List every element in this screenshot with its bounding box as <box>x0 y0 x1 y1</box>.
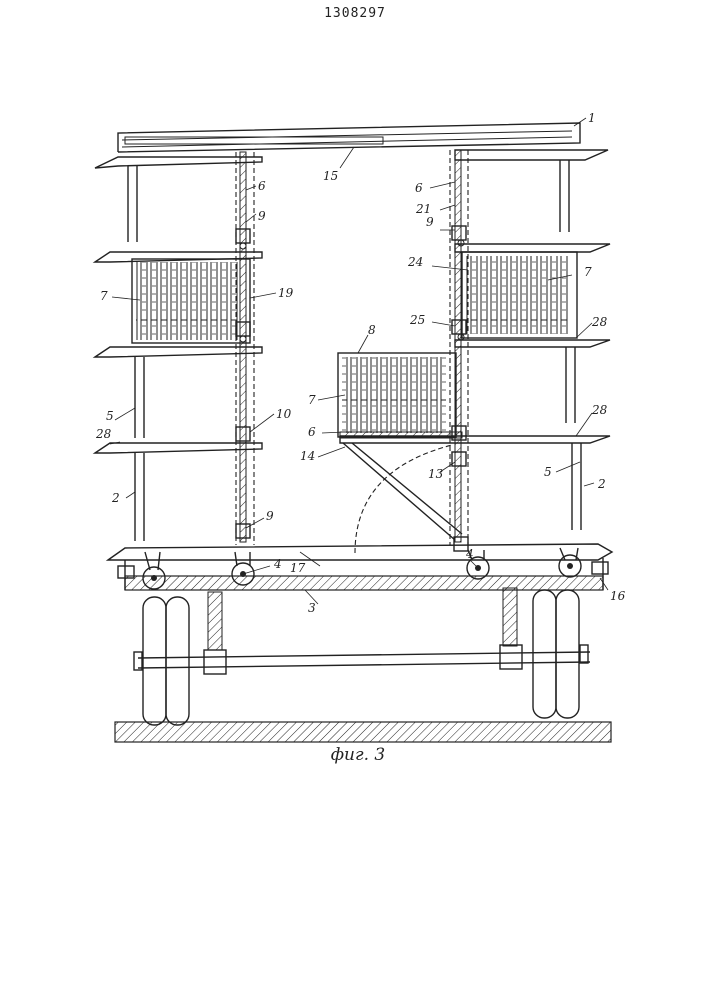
label-3: 3 <box>308 601 316 615</box>
label-5-right: 5 <box>544 465 552 479</box>
label-13: 13 <box>428 467 444 481</box>
label-6-right-top: 6 <box>415 181 423 195</box>
label-24: 24 <box>407 255 423 269</box>
right-post <box>450 150 468 551</box>
chassis <box>134 588 590 725</box>
right-shelf-stack <box>340 150 610 530</box>
label-28-left: 28 <box>95 427 112 441</box>
label-19: 19 <box>278 286 294 300</box>
label-6-center: 6 <box>308 425 316 439</box>
label-28-right-mid: 28 <box>591 403 608 417</box>
label-21: 21 <box>415 202 431 216</box>
figure-caption: фиг. 3 <box>318 745 398 765</box>
label-9-left-bottom: 9 <box>266 509 274 523</box>
platform-base <box>108 544 612 590</box>
label-28-right-top: 28 <box>591 315 608 329</box>
label-8: 8 <box>368 323 376 337</box>
label-25: 25 <box>409 313 425 327</box>
label-4-left: 4 <box>273 557 282 571</box>
transfer-carriage <box>338 353 462 553</box>
left-post <box>236 152 254 545</box>
ground-rail <box>115 722 611 742</box>
label-5-left: 5 <box>106 409 114 423</box>
label-9-left-top: 9 <box>258 209 266 223</box>
label-7-right: 7 <box>584 265 592 279</box>
label-7-left: 7 <box>100 289 108 303</box>
label-1: 1 <box>588 111 596 125</box>
label-4-right: 4 <box>465 547 474 561</box>
label-9-right-top: 9 <box>426 215 434 229</box>
label-6-left-top: 6 <box>258 179 266 193</box>
label-16: 16 <box>610 589 626 603</box>
label-15: 15 <box>323 169 338 183</box>
label-17: 17 <box>290 561 306 575</box>
left-shelf-stack <box>95 157 262 541</box>
label-14: 14 <box>300 449 315 463</box>
label-2-right: 2 <box>597 477 606 491</box>
label-7-center: 7 <box>308 393 316 407</box>
top-beam <box>118 123 580 152</box>
label-10: 10 <box>276 407 292 421</box>
label-2-left: 2 <box>111 491 120 505</box>
